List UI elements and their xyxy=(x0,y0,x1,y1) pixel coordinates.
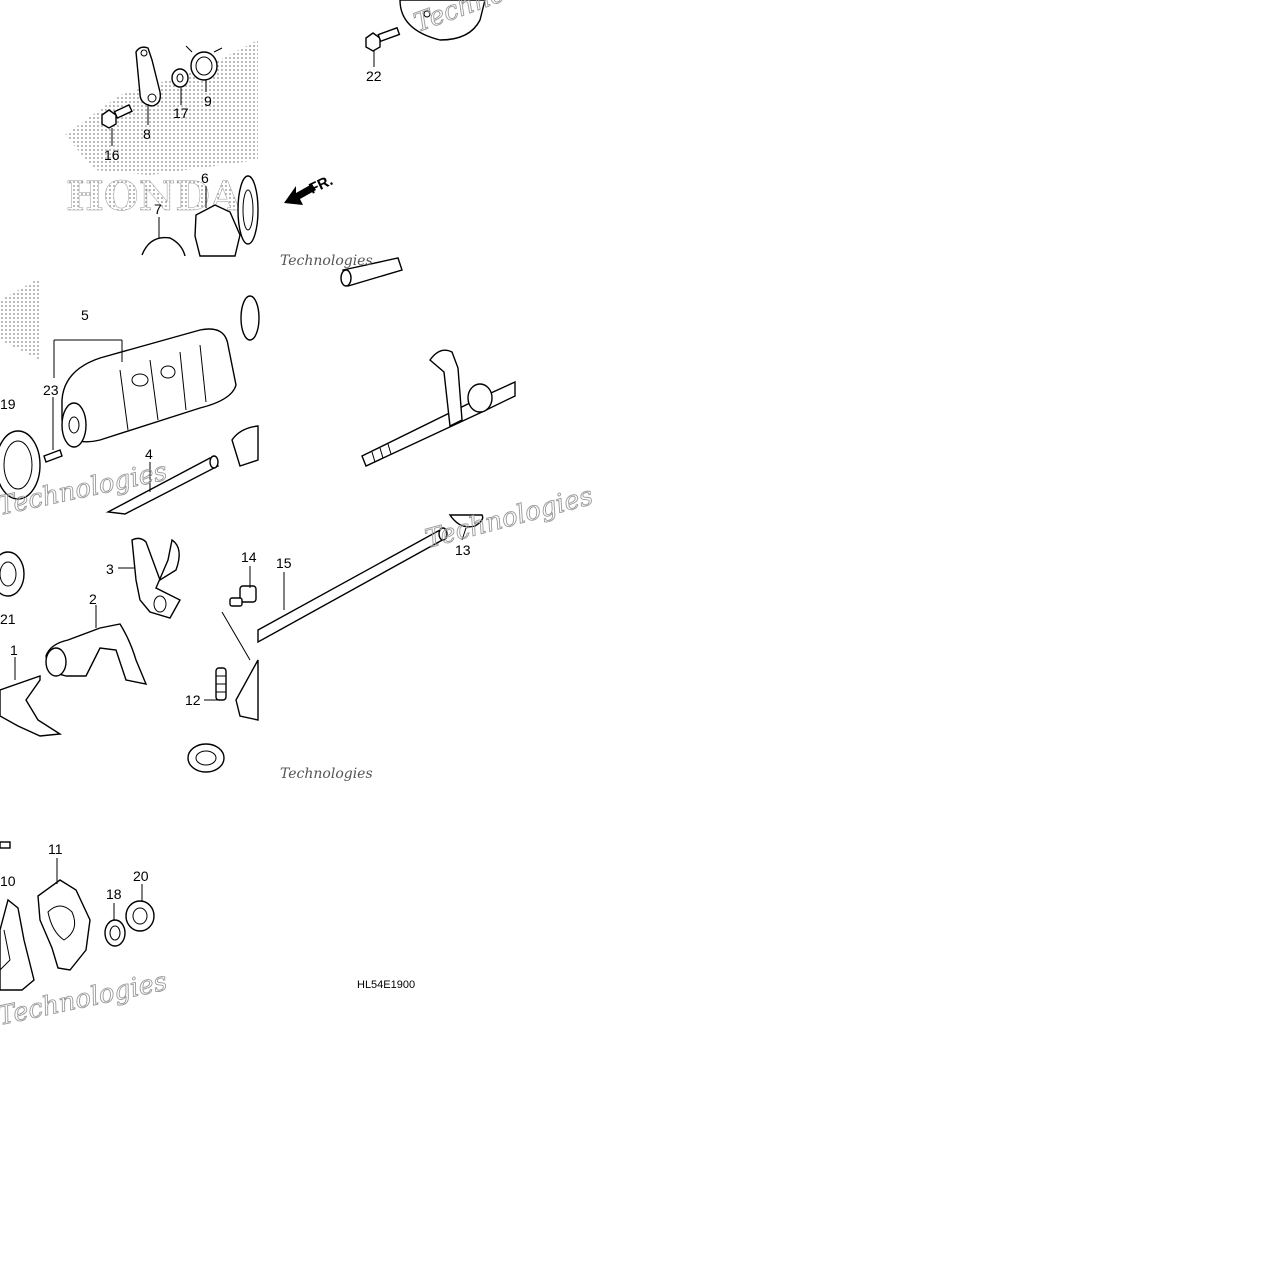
front-arrow-label: FR. xyxy=(307,172,336,198)
callout-19: 19 xyxy=(0,396,16,412)
part-15-shaft xyxy=(257,527,448,644)
part-5-shift-drum xyxy=(61,328,237,448)
honda-wing-logo: HONDA xyxy=(65,40,258,220)
watermark-tech-1: Technologies xyxy=(410,0,582,39)
front-direction-arrow: FR. xyxy=(284,172,336,205)
part-10-plate xyxy=(0,898,35,991)
callout-20: 20 xyxy=(133,868,149,884)
callout-5: 5 xyxy=(81,307,89,323)
part-14-pin xyxy=(229,585,257,607)
part-return-spring xyxy=(187,743,225,773)
callout-13: 13 xyxy=(455,542,471,558)
part-4-shift-fork-shaft xyxy=(105,455,220,515)
part-gearshift-spindle xyxy=(361,349,516,467)
part-9-spring xyxy=(185,45,223,81)
callout-15: 15 xyxy=(276,555,292,571)
part-19-bearing-top xyxy=(237,175,259,245)
callout-7: 7 xyxy=(154,201,162,217)
callout-2: 2 xyxy=(89,591,97,607)
honda-wing-logo-fragment xyxy=(0,278,40,360)
watermark-tech-5: Technologies xyxy=(280,766,373,782)
callout-17: 17 xyxy=(173,105,189,121)
callout-23: 23 xyxy=(43,382,59,398)
part-11-gasket xyxy=(37,879,91,971)
callout-1: 1 xyxy=(10,642,18,658)
callout-10: 10 xyxy=(0,873,16,889)
part-6-plate xyxy=(194,204,241,257)
honda-logo-text: HONDA xyxy=(66,173,242,220)
part-13-bearing xyxy=(448,514,484,528)
callout-12: 12 xyxy=(185,692,201,708)
callout-21: 21 xyxy=(0,611,16,627)
callouts: 1 2 3 4 5 6 7 8 9 10 11 12 13 14 15 16 1… xyxy=(0,68,471,902)
part-22-bolt xyxy=(365,26,401,52)
part-20-bearing xyxy=(125,900,155,932)
callout-4: 4 xyxy=(145,446,153,462)
part-19-bearing xyxy=(0,430,41,500)
part-16-bolt xyxy=(101,103,133,129)
part-8-stopper-arm xyxy=(135,46,162,107)
callout-3: 3 xyxy=(106,561,114,577)
callout-11: 11 xyxy=(48,841,63,857)
part-1-shift-fork xyxy=(0,675,63,737)
callout-14: 14 xyxy=(241,549,257,565)
callout-6: 6 xyxy=(201,170,209,186)
part-2-shift-fork xyxy=(45,623,148,685)
part-shift-arm xyxy=(235,659,259,721)
callout-22: 22 xyxy=(366,68,382,84)
callout-16: 16 xyxy=(104,147,120,163)
part-shift-drum-plate xyxy=(399,0,486,41)
part-fork-fragment xyxy=(231,425,259,467)
diagram-part-code: HL54E1900 xyxy=(357,979,415,991)
part-bearing-tile-3 xyxy=(240,295,260,341)
leader-lines xyxy=(14,50,467,920)
part-bolt-fragment xyxy=(0,841,11,849)
watermark-tech-2: Technologies xyxy=(280,253,373,269)
callout-8: 8 xyxy=(143,126,151,142)
callout-9: 9 xyxy=(204,93,212,109)
part-23-pin xyxy=(43,449,63,463)
watermark-tech-4: Technologies xyxy=(422,481,596,555)
part-21-bearing xyxy=(0,551,25,597)
part-7-o-ring xyxy=(141,236,186,257)
part-pin-tile-2 xyxy=(340,257,403,287)
part-12-spring xyxy=(215,667,227,701)
callout-18: 18 xyxy=(106,886,122,902)
part-18-washer xyxy=(104,919,126,947)
part-3-shift-fork xyxy=(131,537,181,619)
part-17-washer xyxy=(171,68,189,88)
